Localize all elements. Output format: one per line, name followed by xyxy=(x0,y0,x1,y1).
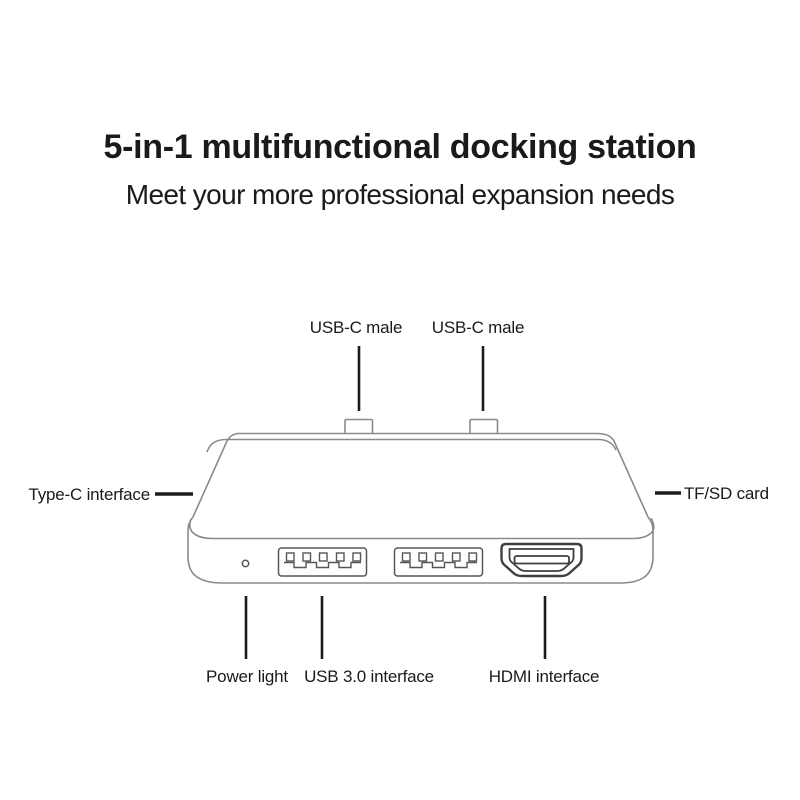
dock-top-edge-line xyxy=(206,438,617,453)
dock-face-separator xyxy=(189,517,655,540)
power-led-icon xyxy=(241,559,250,568)
hdmi-port-icon xyxy=(500,542,583,578)
label-hdmi-interface: HDMI interface xyxy=(488,667,600,686)
label-tf-sd-card: TF/SD card xyxy=(684,484,769,503)
usb3-port-icon-1 xyxy=(277,547,368,577)
usbc-connector-icon-1 xyxy=(344,418,374,433)
page-subtitle: Meet your more professional expansion ne… xyxy=(125,179,675,210)
label-usbc-male-1: USB-C male xyxy=(309,318,403,337)
label-usbc-male-2: USB-C male xyxy=(431,318,525,337)
label-typec-interface: Type-C interface xyxy=(28,485,150,504)
usbc-connector-icon-2 xyxy=(469,418,499,433)
page-title: 5-in-1 multifunctional docking station xyxy=(103,128,697,166)
label-power-light: Power light xyxy=(206,667,288,686)
usb3-port-icon-2 xyxy=(393,547,484,577)
label-usb3-interface: USB 3.0 interface xyxy=(304,667,434,686)
